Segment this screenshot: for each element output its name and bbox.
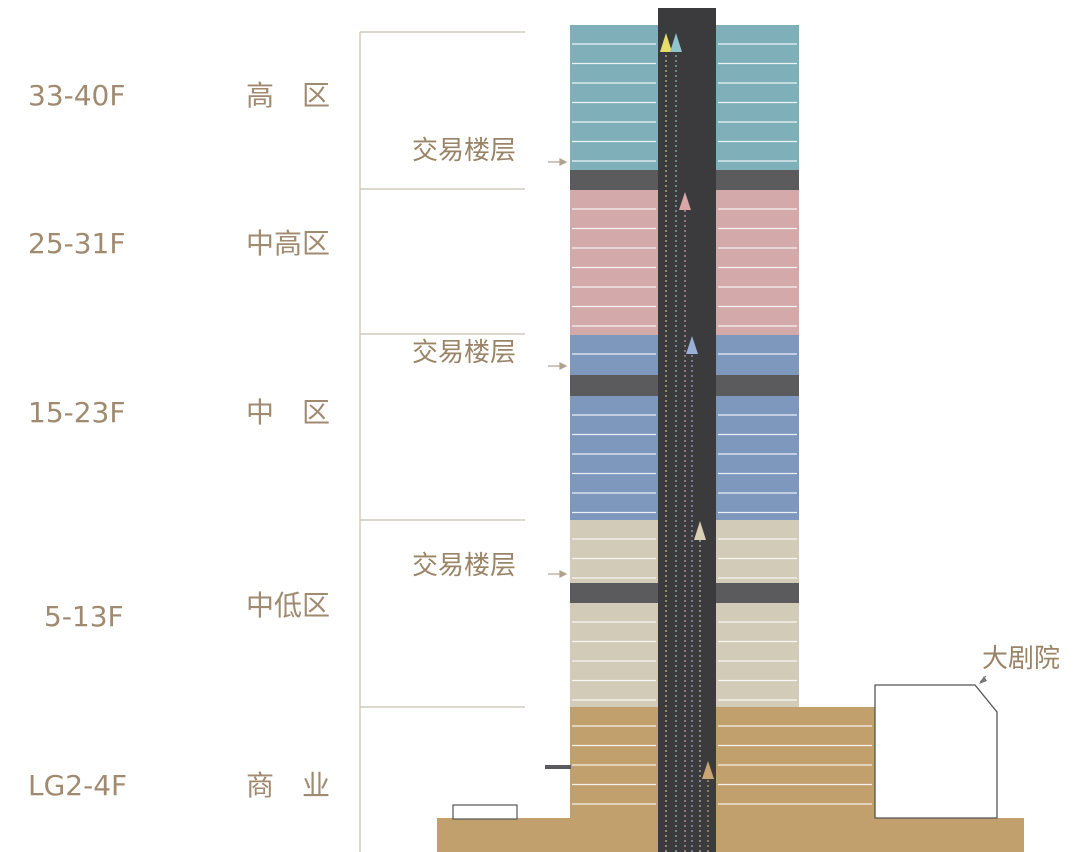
floor-range-retail: LG2-4F: [28, 769, 128, 802]
floor-lines: [572, 43, 872, 805]
theater-building: [874, 675, 998, 819]
floor-range-mid-low: 5-13F: [44, 600, 124, 633]
zone-name-mid-high: 中高区: [245, 227, 330, 260]
transfer-floor-label-1: 交易楼层: [412, 136, 517, 166]
transfer-floor-label-3: 交易楼层: [412, 551, 517, 581]
zone-name-retail: 商 业: [245, 769, 330, 802]
zone-name-mid: 中 区: [245, 396, 330, 429]
floor-range-mid-high: 25-31F: [28, 227, 126, 260]
zone-name-high: 高 区: [245, 79, 330, 112]
transfer-arrows: [548, 158, 568, 578]
floor-range-high: 33-40F: [28, 79, 126, 112]
zone-name-mid-low: 中低区: [245, 589, 330, 622]
theater-label: 大剧院: [982, 644, 1061, 674]
zone-brackets: [359, 31, 525, 852]
transfer-floor-label-2: 交易楼层: [412, 338, 517, 368]
elevator-core: [658, 8, 716, 852]
floor-range-mid: 15-23F: [28, 396, 126, 429]
